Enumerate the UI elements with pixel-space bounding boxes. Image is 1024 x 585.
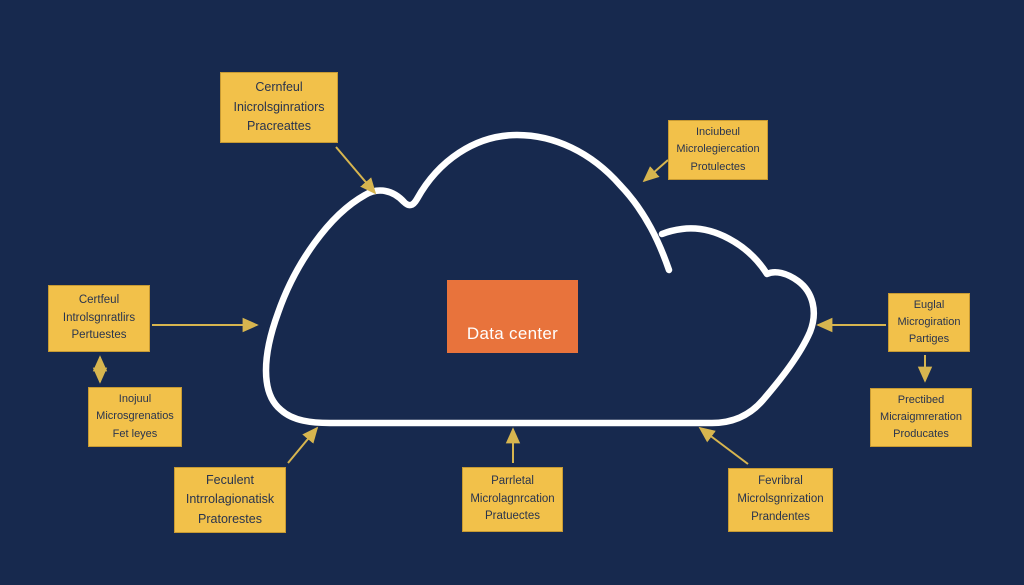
node-line: Inicrolsginratiors bbox=[233, 99, 325, 114]
node-left-lower: Inojuul Microsgrenatios Fet leyes bbox=[88, 387, 182, 447]
node-line: Introlsgnratlirs bbox=[62, 311, 136, 324]
arrow-top-left-to-cloud bbox=[335, 146, 377, 195]
node-line: Fevribral bbox=[758, 475, 803, 488]
arrow-bottom-right-to-cloud bbox=[698, 426, 749, 465]
data-center-box: Data center bbox=[447, 280, 578, 353]
node-line: Intrrolagionatisk bbox=[185, 492, 275, 507]
arrow-bottom-left-to-cloud bbox=[287, 426, 319, 464]
node-line: Euglal bbox=[913, 298, 945, 311]
node-line: Micraigmreration bbox=[880, 410, 962, 423]
node-line: Microlagnrcation bbox=[470, 492, 555, 505]
node-top-right: Inciubeul Microlegiercation Protulectes bbox=[668, 120, 768, 180]
node-top-left: Cernfeul Inicrolsginratiors Pracreattes bbox=[220, 72, 338, 143]
node-line: Parrletal bbox=[491, 474, 534, 487]
node-line: Certfeul bbox=[78, 293, 120, 306]
node-bottom-right: Fevribral Microlsgnrization Prandentes bbox=[728, 468, 833, 532]
node-line: Producates bbox=[893, 428, 949, 441]
node-line: Microsgrenatios bbox=[96, 410, 174, 423]
node-line: Pertuestes bbox=[71, 329, 127, 342]
node-line: Pratorestes bbox=[198, 511, 262, 526]
node-bottom-center: Parrletal Microlagnrcation Pratuectes bbox=[462, 467, 563, 532]
node-left: Certfeul Introlsgnratlirs Pertuestes bbox=[48, 285, 150, 352]
cloud-outline bbox=[262, 131, 817, 427]
node-right-lower: Prectibed Micraigmreration Producates bbox=[870, 388, 972, 447]
data-center-label: Data center bbox=[466, 324, 559, 343]
node-line: Inciubeul bbox=[695, 126, 741, 139]
node-line: Microgiration bbox=[897, 315, 961, 328]
node-line: Pratuectes bbox=[485, 510, 540, 523]
node-line: Protulectes bbox=[690, 160, 746, 173]
node-line: Prandentes bbox=[751, 510, 810, 523]
node-line: Prectibed bbox=[897, 393, 945, 406]
node-line: Partiges bbox=[908, 333, 950, 346]
node-line: Cernfeul bbox=[255, 80, 303, 95]
node-bottom-left: Feculent Intrrolagionatisk Pratorestes bbox=[174, 467, 286, 533]
node-line: Microlsgnrization bbox=[737, 493, 824, 506]
node-line: Microlegiercation bbox=[676, 143, 760, 156]
arrow-top-right-to-cloud bbox=[642, 159, 669, 183]
node-line: Feculent bbox=[206, 472, 254, 487]
node-right: Euglal Microgiration Partiges bbox=[888, 293, 970, 352]
node-line: Pracreattes bbox=[247, 119, 311, 134]
node-line: Inojuul bbox=[118, 393, 152, 406]
node-line: Fet leyes bbox=[112, 427, 158, 440]
